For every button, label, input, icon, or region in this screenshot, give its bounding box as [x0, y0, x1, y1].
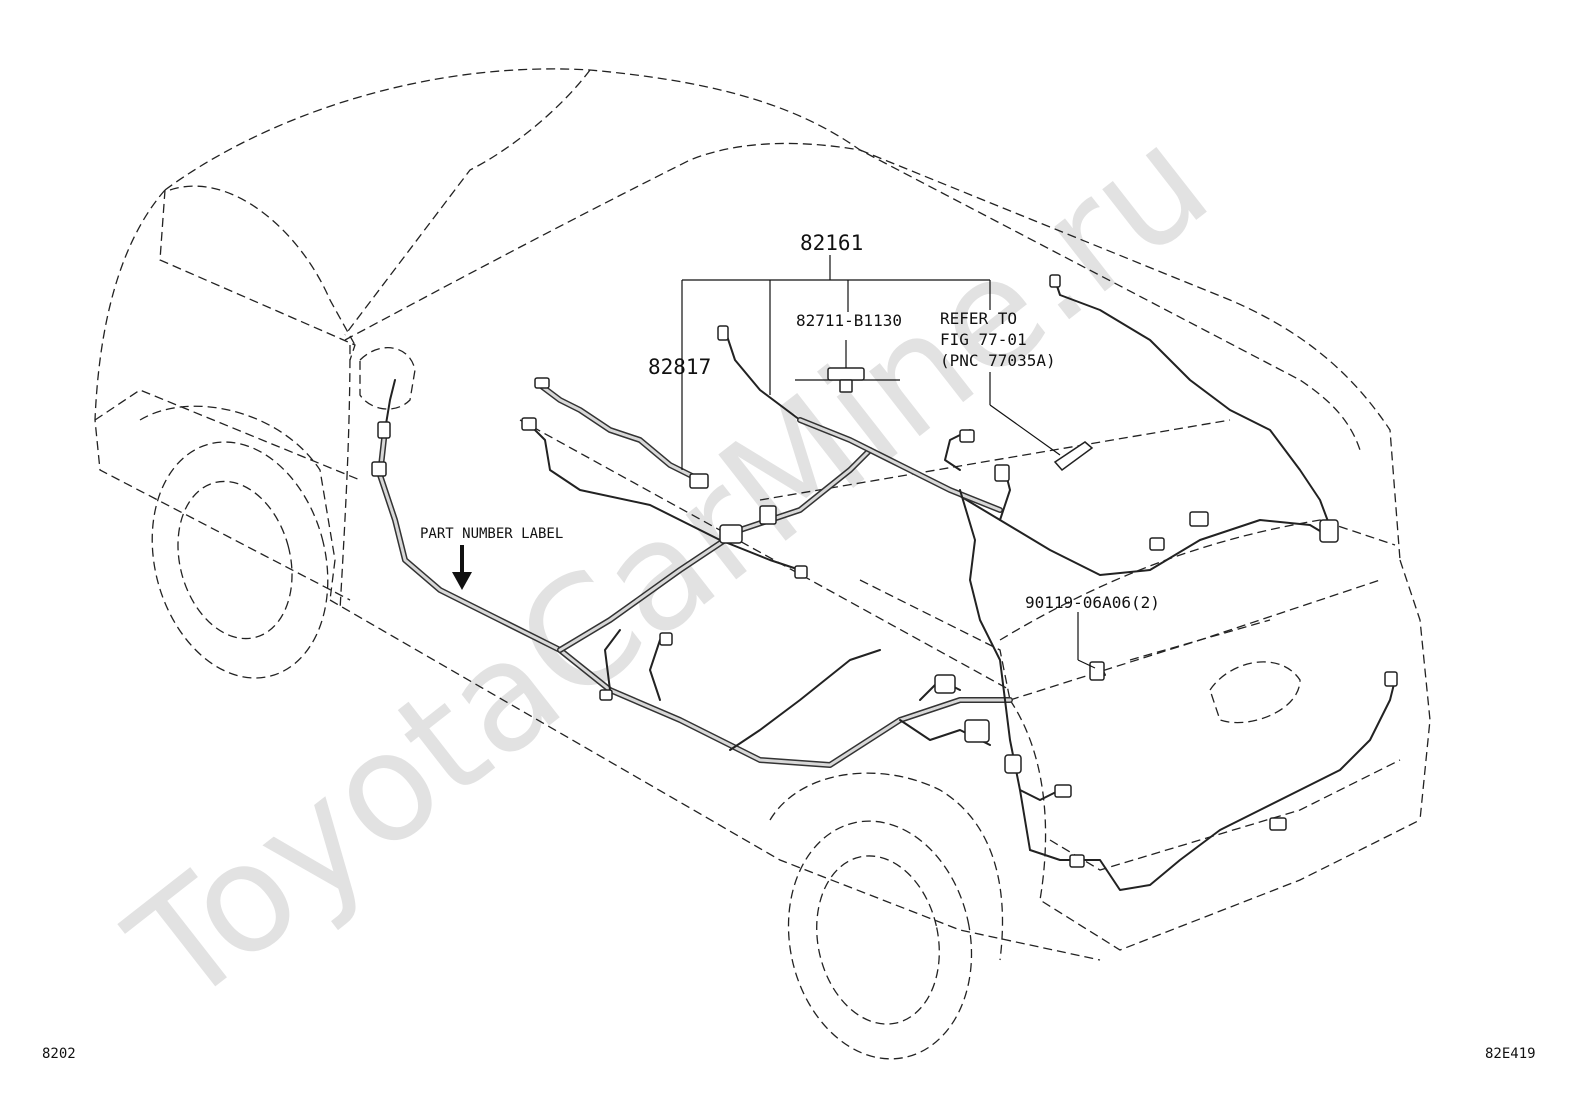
callout-82161: 82161 — [800, 231, 863, 255]
relay-icon — [795, 340, 900, 393]
callout-90119-06A06: 90119-06A06(2) — [1025, 593, 1160, 612]
figure-code: 8202 — [42, 1046, 76, 1062]
watermark: ToyotaCarMine.ru — [99, 94, 1240, 1038]
refer-line-3: (PNC 77035A) — [940, 351, 1056, 370]
part-number-arrow — [452, 545, 472, 590]
refer-line-1: REFER TO — [940, 309, 1017, 328]
part-number-label: PART NUMBER LABEL — [420, 526, 563, 542]
callout-82711-B1130: 82711-B1130 — [796, 311, 902, 330]
callout-82817: 82817 — [648, 355, 711, 379]
refer-line-2: FIG 77-01 — [940, 330, 1027, 349]
illustration-code: 82E419 — [1485, 1046, 1536, 1062]
leader-lines — [681, 255, 1096, 669]
connectors — [371, 274, 1398, 868]
car-body-outline — [94, 68, 1431, 1060]
